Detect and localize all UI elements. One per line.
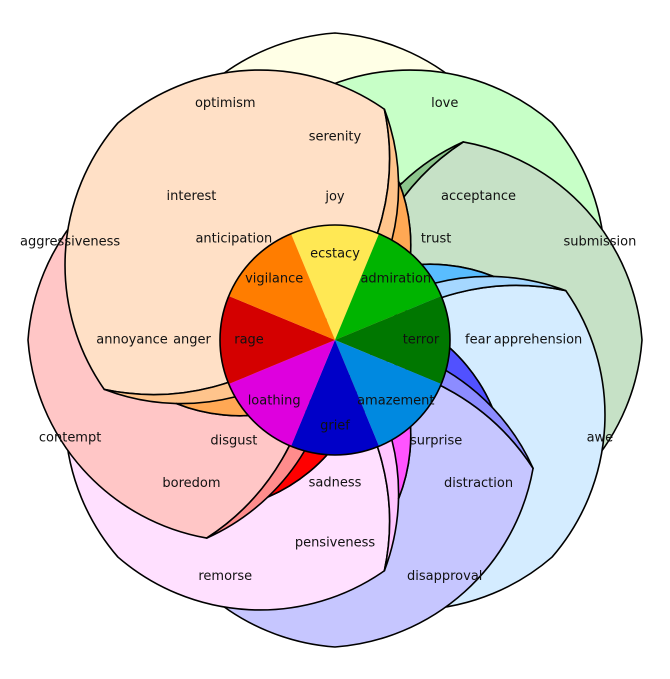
- label-grief: grief: [320, 419, 350, 434]
- dyad-love: love: [431, 96, 458, 111]
- label-trust: trust: [421, 231, 452, 246]
- label-distraction: distraction: [444, 476, 513, 491]
- label-disgust: disgust: [210, 434, 257, 449]
- segment-amazement: [335, 340, 442, 447]
- label-serenity: serenity: [309, 130, 362, 145]
- segment-grief: [290, 340, 380, 456]
- segment-admiration: [335, 233, 442, 340]
- label-loathing: loathing: [248, 393, 301, 408]
- segment-terror: [335, 295, 451, 385]
- segment-ecstacy: [290, 224, 380, 340]
- label-anger: anger: [173, 333, 211, 348]
- dyad-remorse: remorse: [198, 569, 252, 584]
- label-annoyance: annoyance: [96, 333, 167, 348]
- label-admiration: admiration: [360, 272, 431, 287]
- dyad-submission: submission: [563, 235, 636, 250]
- dyad-optimism: optimism: [195, 96, 256, 111]
- center-wedges: [219, 224, 451, 456]
- label-boredom: boredom: [162, 476, 220, 491]
- segment-rage: [219, 295, 335, 385]
- label-sadness: sadness: [309, 476, 362, 491]
- dyad-aggressiveness: aggressiveness: [20, 235, 120, 250]
- label-terror: terror: [403, 333, 440, 348]
- dyad-contempt: contempt: [39, 430, 101, 445]
- label-fear: fear: [465, 333, 492, 348]
- label-surprise: surprise: [410, 434, 462, 449]
- label-acceptance: acceptance: [441, 189, 516, 204]
- dyad-disapproval: disapproval: [407, 569, 482, 584]
- label-joy: joy: [324, 190, 345, 205]
- label-amazement: amazement: [357, 393, 434, 408]
- label-vigilance: vigilance: [245, 272, 303, 287]
- label-ecstacy: ecstacy: [310, 247, 360, 262]
- label-apprehension: apprehension: [494, 333, 583, 348]
- label-anticipation: anticipation: [195, 231, 272, 246]
- dyad-labels: love submission awe disapproval remorse conte…: [20, 96, 636, 584]
- label-interest: interest: [167, 189, 217, 204]
- label-pensiveness: pensiveness: [295, 536, 376, 551]
- segment-loathing: [228, 340, 335, 447]
- dyad-awe: awe: [587, 430, 614, 445]
- emotion-labels: serenity joy ecstacy acceptance trust admirat…: [96, 130, 582, 551]
- label-rage: rage: [234, 333, 264, 348]
- inner-ring-outline: [219, 224, 451, 456]
- segment-vigilance: [228, 233, 335, 340]
